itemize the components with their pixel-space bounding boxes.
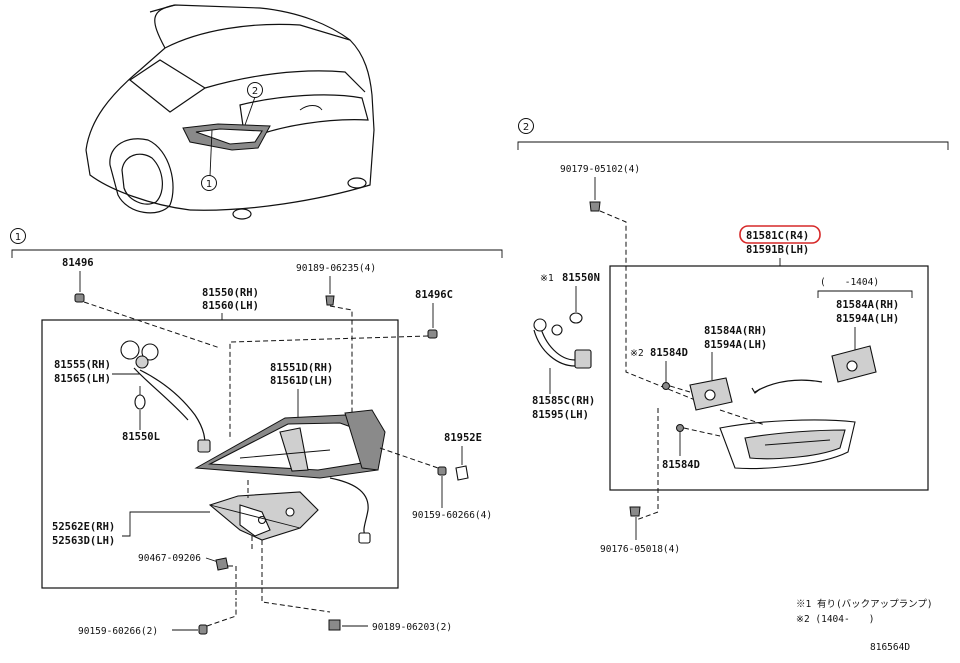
label-81496[interactable]: 81496 [62,257,94,269]
clip-81584d-b [676,424,684,432]
label-52562e-rh[interactable]: 52562E(RH) [52,521,115,533]
label-note2-mark: ※2 [630,348,644,359]
grommet-81496 [74,293,85,303]
label-81551d-rh[interactable]: 81551D(RH) [270,362,333,374]
label-81496c[interactable]: 81496C [415,289,453,301]
socket-wire-harness [120,340,211,453]
label-90179-05102[interactable]: 90179-05102(4) [560,164,640,175]
svg-text:1: 1 [206,179,212,190]
label-90467-09206[interactable]: 90467-09206 [138,553,201,564]
footnote-2: ※2 (1404- ) [796,614,874,625]
label-81550n[interactable]: 81550N [562,272,600,284]
label-81565-lh[interactable]: 81565(LH) [54,373,111,385]
label-81584a-rh-a[interactable]: 81584A(RH) [836,299,899,311]
garnish-lamp-81581c [719,419,856,470]
bulb-81550l [134,394,146,410]
label-90189-06203[interactable]: 90189-06203(2) [372,622,452,633]
clip-81952e [455,465,469,481]
car-rear-illustration [85,4,375,220]
label-81560-lh[interactable]: 81560(LH) [202,300,259,312]
label-81584a-rh-b[interactable]: 81584A(RH) [704,325,767,337]
group-2-assembly-box [609,265,929,491]
bolt-90189-06203 [328,619,341,631]
svg-text:1: 1 [15,232,21,243]
nut-90159-60266-2 [198,624,208,635]
group-1: 1 81496 90189-06235(4) 81550(RH) 81560(L… [10,228,503,637]
mounting-bracket [208,491,319,541]
screw-90179-05102 [589,201,601,212]
group-2: 2 90179-05102(4) 81581C(R4) 81591B(LH) ※… [517,118,949,555]
socket-cable-81585c [533,318,592,369]
nut-90159-60266-4 [437,466,447,476]
svg-text:2: 2 [523,122,529,133]
label-90176-05018[interactable]: 90176-05018(4) [600,544,680,555]
lamp-cable [329,477,369,536]
bulb-81550n [569,312,583,324]
clip-81584d-a [662,382,670,390]
label-81584d-a[interactable]: 81584D [650,347,688,359]
footer-notes: ※1 有り(バックアップランプ) ※2 (1404- ) 816564D [796,598,933,653]
callout-2-group: 2 [518,118,534,134]
label-81591b[interactable]: 81591B(LH) [746,244,809,256]
label-90159-60266-4[interactable]: 90159-60266(4) [412,510,492,521]
diagram-code: 816564D [870,642,910,653]
label-52563d-lh[interactable]: 52563D(LH) [52,535,115,547]
label-90189-06235[interactable]: 90189-06235(4) [296,263,376,274]
highlight-81581c [739,225,821,244]
lamp-cable-connector [358,532,371,544]
label-81952e[interactable]: 81952E [444,432,482,444]
label-81585c-rh[interactable]: 81585C(RH) [532,395,595,407]
svg-text:2: 2 [252,86,258,97]
label-81550-rh[interactable]: 81550(RH) [202,287,259,299]
label-81594a-lh-b[interactable]: 81594A(LH) [704,339,767,351]
label-90159-60266-2[interactable]: 90159-60266(2) [78,626,158,637]
label-81555-rh[interactable]: 81555(RH) [54,359,111,371]
tail-lamp-housing [194,409,386,479]
bolt-90189-06235 [325,295,335,306]
callout-1-car: 1 [201,175,217,191]
callout-2-car: 2 [247,82,263,98]
label-81561d-lh[interactable]: 81561D(LH) [270,375,333,387]
clip-90467-09206 [215,557,229,571]
screw-90176-05018 [629,506,641,517]
label-81584d-b[interactable]: 81584D [662,459,700,471]
footnote-1: ※1 有り(バックアップランプ) [796,598,933,610]
label-81581c[interactable]: 81581C(R4) [746,230,809,242]
label-81594a-lh-a[interactable]: 81594A(LH) [836,313,899,325]
label-81550l[interactable]: 81550L [122,431,160,443]
label-note-range: ( -1404) [820,277,879,288]
callout-1-group: 1 [10,228,26,244]
label-81595-lh[interactable]: 81595(LH) [532,409,589,421]
grommet-81496c [427,329,438,339]
label-note1-mark: ※1 [540,273,554,284]
